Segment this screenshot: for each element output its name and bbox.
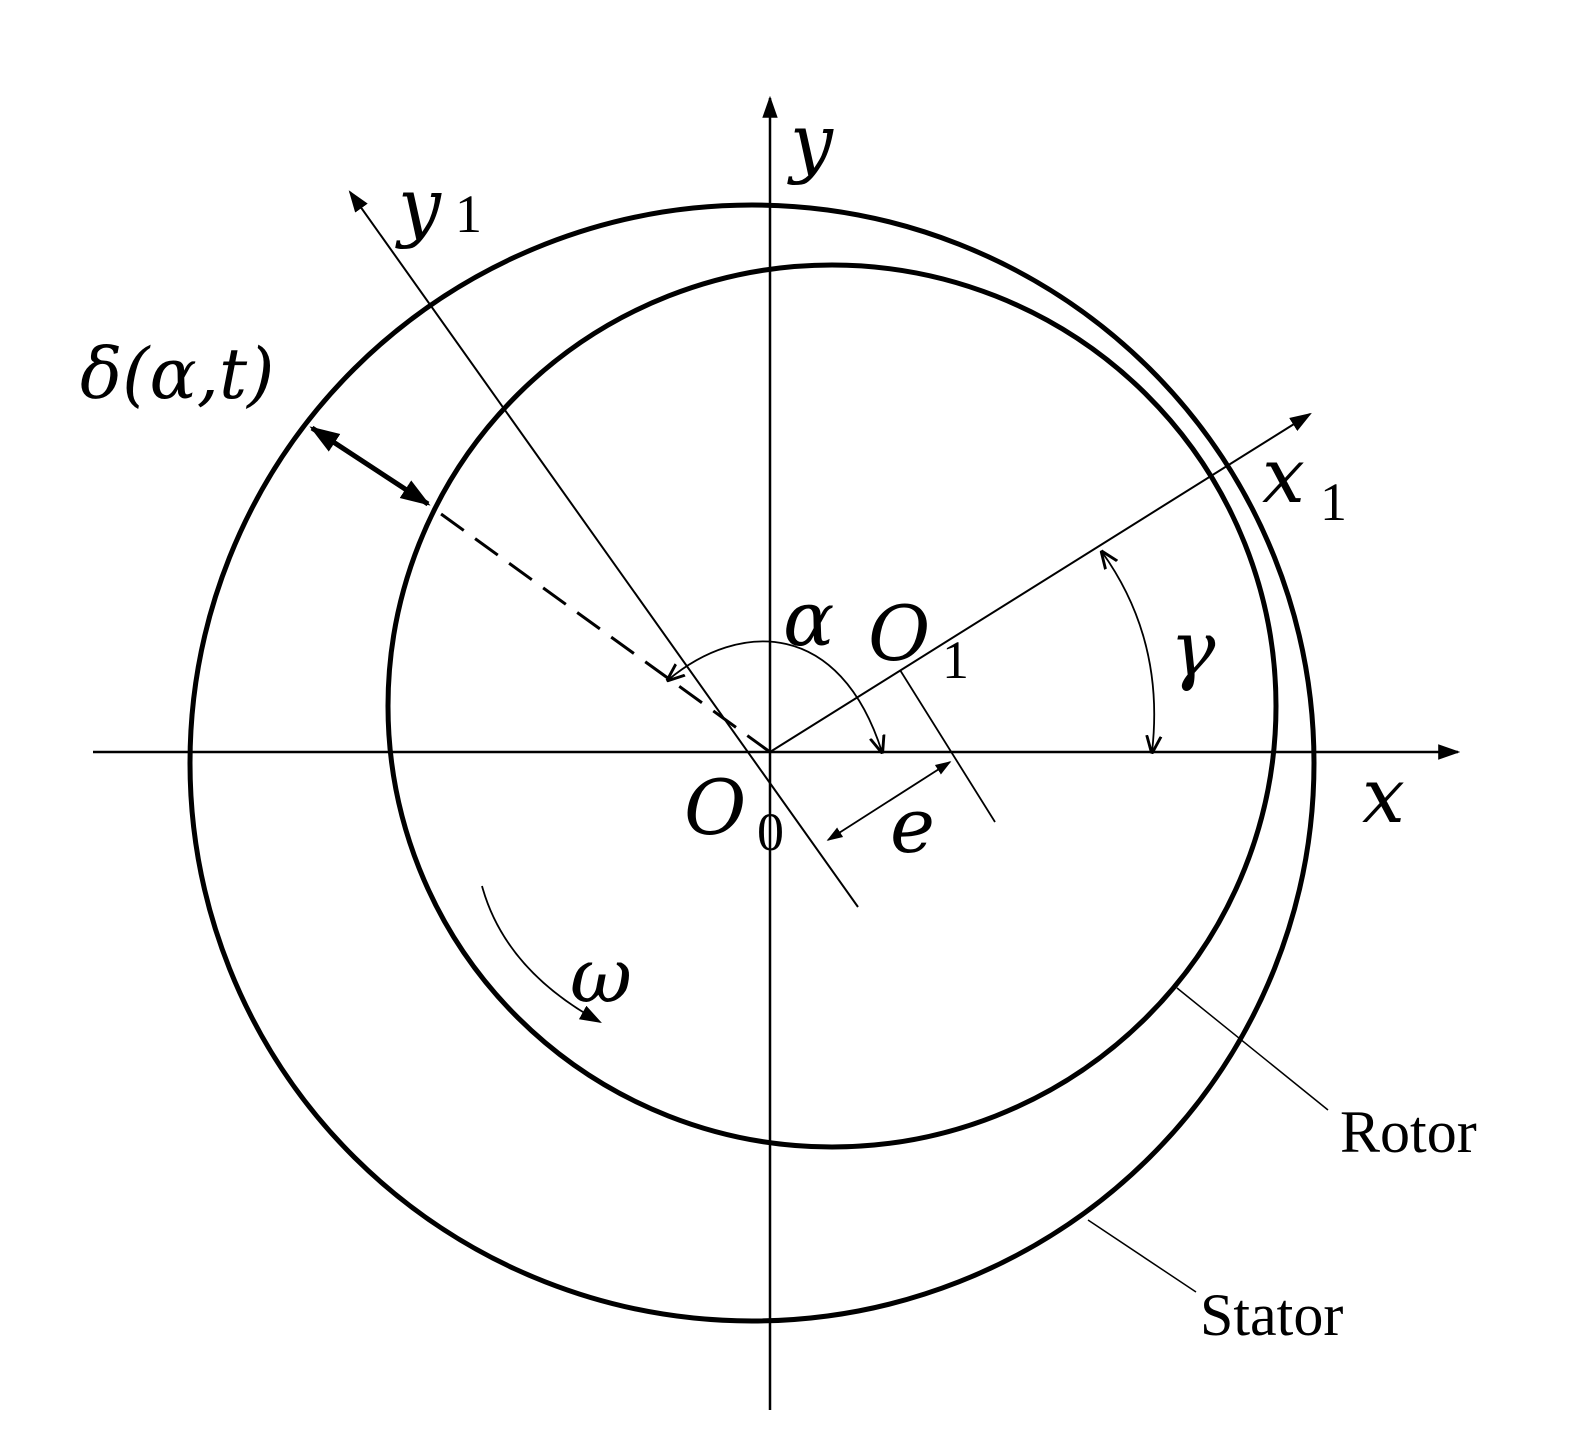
x1-axis-subscript: 1	[1320, 472, 1347, 532]
rotor-leader-line	[1176, 987, 1329, 1111]
alpha-label: α	[783, 574, 834, 663]
eccentricity-dimension-arrow	[826, 761, 952, 841]
stator-center-label: O	[684, 763, 746, 852]
y1-axis-label: y	[395, 161, 442, 250]
omega-label: ω	[570, 931, 632, 1020]
rotor-circle	[385, 262, 1279, 1150]
eccentricity-extension-line	[899, 669, 996, 823]
y-axis-label: y	[787, 97, 834, 186]
gamma-label: γ	[1170, 604, 1216, 693]
x-axis-label: x	[1362, 751, 1405, 840]
rotor-center-subscript: 1	[942, 630, 969, 690]
eccentricity-label: e	[890, 781, 935, 870]
x1-axis	[769, 412, 1312, 753]
stator-circle	[187, 202, 1317, 1324]
rotor-label: Rotor	[1340, 1099, 1477, 1165]
y1-axis	[348, 190, 859, 908]
x1-axis-label: x	[1262, 431, 1305, 520]
stator-center-subscript: 0	[757, 802, 784, 862]
stator-label: Stator	[1200, 1282, 1343, 1348]
air-gap-double-arrow	[309, 425, 431, 507]
gamma-angle-arc	[1102, 552, 1154, 752]
stator-leader-line	[1087, 1219, 1197, 1293]
y1-axis-subscript: 1	[455, 184, 482, 244]
air-gap-delta-label: δ(α,t)	[80, 333, 274, 415]
rotor-center-label: O	[868, 589, 930, 678]
alpha-angle-arc	[668, 640, 882, 752]
omega-rotation-arrow	[481, 885, 602, 1024]
